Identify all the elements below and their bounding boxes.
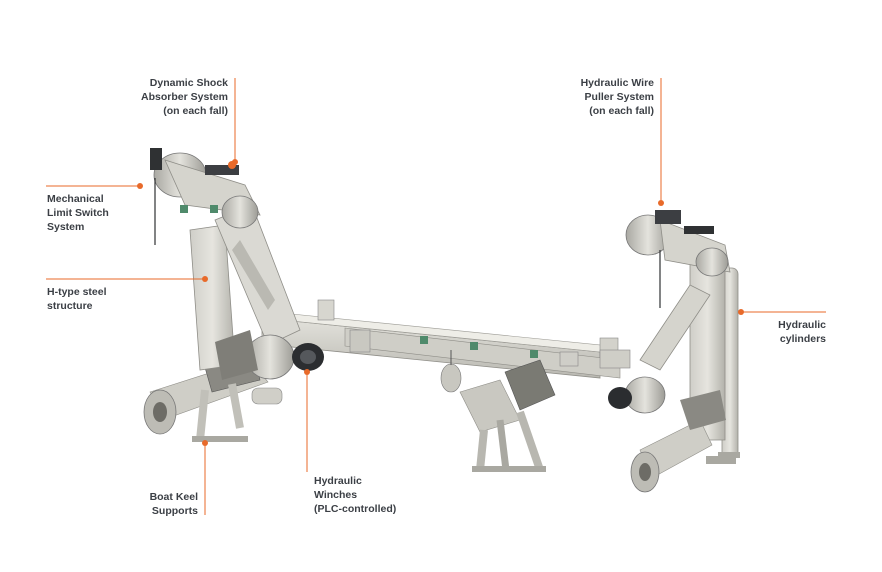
- label-hydraulic-cylinders: Hydraulic cylinders: [778, 319, 826, 345]
- label-mechanical-limit-switch: Mechanical Limit Switch System: [47, 193, 109, 233]
- marker-boat-keel: [202, 440, 208, 446]
- label-hydraulic-winches: Hydraulic Winches (PLC-controlled): [314, 475, 397, 515]
- marker-hydraulic-cylinders: [738, 309, 744, 315]
- label-h-type-steel-structure: H-type steel structure: [47, 286, 107, 312]
- label-boat-keel-supports: Boat Keel Supports: [149, 491, 198, 517]
- marker-hydraulic-winches: [304, 369, 310, 375]
- marker-mechanical-limit: [137, 183, 143, 189]
- right-davit-frame: [599, 210, 740, 493]
- marker-hydraulic-wire: [658, 200, 664, 206]
- callout-leaders: [46, 78, 826, 515]
- middle-keel-support: [459, 359, 556, 472]
- label-hydraulic-wire-puller: Hydraulic Wire Puller System (on each fa…: [580, 77, 654, 117]
- label-dynamic-shock-absorber: Dynamic Shock Absorber System (on each f…: [141, 77, 228, 117]
- main-cross-beam: [261, 299, 621, 393]
- marker-h-type: [202, 276, 208, 282]
- left-davit-frame: [143, 148, 324, 442]
- marker-dynamic-shock: [232, 159, 238, 165]
